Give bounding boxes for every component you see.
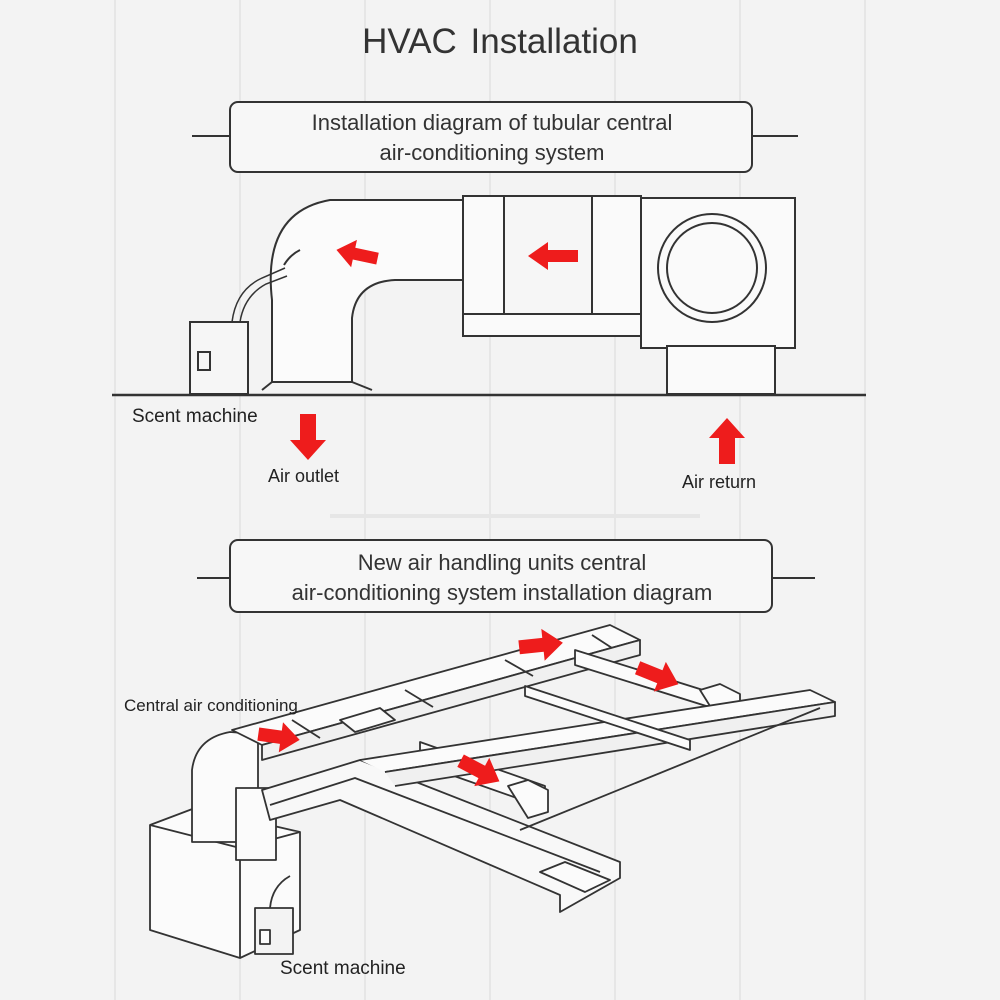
page-title: HVAC Installation — [362, 22, 638, 61]
top-heading-line2: air-conditioning system — [379, 140, 605, 165]
top-heading-line1: Installation diagram of tubular central — [311, 110, 673, 135]
fan-circle-outer — [657, 213, 767, 323]
arrow-left-icon — [336, 239, 379, 268]
arrow-down-icon — [290, 414, 326, 460]
fan-circle-inner — [666, 222, 758, 314]
scent-tube-top — [231, 267, 286, 323]
label-scent-machine-top: Scent machine — [132, 406, 258, 427]
scent-machine-top — [189, 321, 249, 395]
top-diagram-heading: Installation diagram of tubular central … — [232, 108, 752, 168]
bottom-heading-line1: New air handling units central — [357, 550, 647, 575]
label-air-outlet: Air outlet — [268, 466, 340, 486]
label-air-return: Air return — [682, 472, 757, 492]
bottom-heading-box — [229, 539, 773, 613]
return-stand — [666, 345, 776, 395]
duct-network — [149, 624, 836, 959]
label-scent-machine-bottom: Scent machine — [280, 958, 406, 979]
bottom-diagram-heading: New air handling units central air-condi… — [232, 548, 772, 608]
bottom-heading-line2: air-conditioning system installation dia… — [291, 580, 713, 605]
fan-unit — [640, 197, 796, 349]
label-central-air-conditioning: Central air conditioning — [124, 696, 298, 715]
arrow-up-icon — [709, 418, 745, 464]
arrow-left-icon — [528, 242, 578, 270]
elbow-duct — [261, 199, 465, 391]
scent-machine-top-window — [197, 351, 211, 371]
